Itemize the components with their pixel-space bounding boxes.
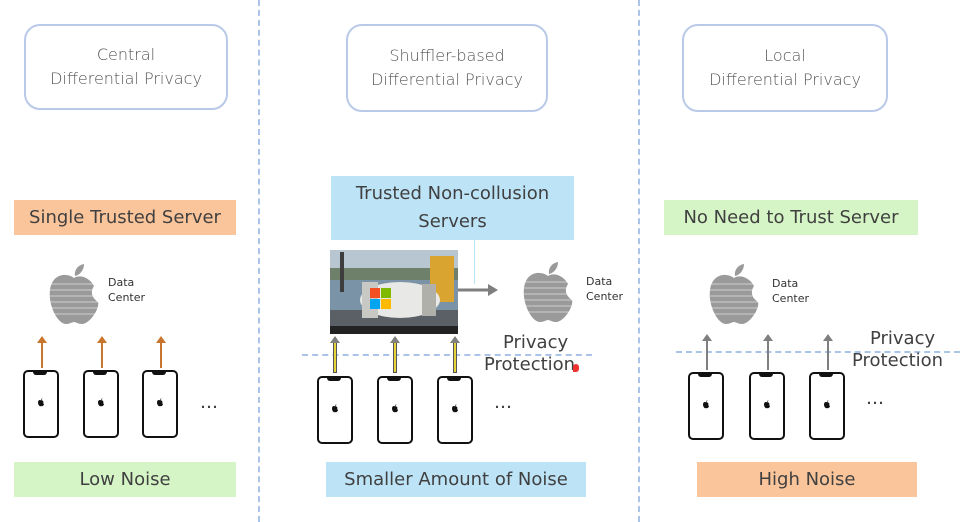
upload-arrow [37,336,47,368]
privacy-line2: Protection [484,354,576,375]
smartphone-icon [23,370,59,438]
smaller-noise-label: Smaller Amount of Noise [326,462,586,497]
trusted-servers-line1: Trusted Non-collusion [355,183,550,204]
smartphone-icon [688,372,724,440]
data-center-label: Data Center [772,276,809,306]
no-need-to-trust-text: No Need to Trust Server [683,206,899,228]
privacy-protection-label: Privacy Protection [484,332,575,376]
smartphone-icon [809,372,845,440]
trusted-non-collusion-servers-label: Trusted Non-collusion Servers [331,176,574,240]
upload-arrow [823,334,833,370]
local-dp-title: Local Differential Privacy [682,24,888,112]
single-trusted-server-text: Single Trusted Server [29,206,221,228]
local-dp-title-line2: Differential Privacy [709,70,861,89]
smartphone-icon [749,372,785,440]
more-devices-ellipsis: … [200,392,220,413]
privacy-line2: Protection [852,350,944,371]
panel-divider-right [638,0,640,522]
data-center-label: Data Center [586,274,623,304]
low-noise-text: Low Noise [79,468,171,490]
upload-arrow [763,334,773,370]
smartphone-icon [377,376,413,444]
privacy-boundary-line [302,354,592,356]
privacy-protection-label: Privacy Protection [852,328,943,372]
shuffler-dp-title-line1: Shuffler-based [389,46,505,65]
upload-arrow [390,336,400,372]
underwater-datacenter-photo [330,250,458,334]
shuffler-dp-title-line2: Differential Privacy [371,70,523,89]
data-center-line2: Center [108,291,146,304]
smartphone-icon [142,370,178,438]
apple-logo-icon [49,264,99,324]
upload-arrow [97,336,107,368]
smartphone-icon [83,370,119,438]
panel-divider-left [258,0,260,522]
cursor-pin-icon [573,364,579,372]
trusted-servers-line2: Servers [418,211,487,232]
single-trusted-server-label: Single Trusted Server [14,200,236,235]
upload-arrow [702,334,712,370]
more-devices-ellipsis: … [494,392,514,413]
upload-arrow [330,336,340,372]
central-dp-title: Central Differential Privacy [24,24,228,110]
apple-logo-icon [523,262,573,322]
central-dp-title-line2: Differential Privacy [50,69,202,88]
data-center-line1: Data [772,277,799,290]
low-noise-label: Low Noise [14,462,236,497]
smartphone-icon [437,376,473,444]
privacy-boundary-line [676,351,960,353]
connector-line [474,240,475,284]
central-dp-title-line1: Central [96,45,156,64]
high-noise-label: High Noise [697,462,917,497]
upload-arrow [450,336,460,372]
high-noise-text: High Noise [758,468,856,490]
local-dp-title-line1: Local [764,46,806,65]
privacy-line1: Privacy [502,332,569,353]
upload-arrow [156,336,166,368]
smartphone-icon [317,376,353,444]
no-need-to-trust-server-label: No Need to Trust Server [664,200,918,235]
data-center-line1: Data [108,276,135,289]
data-center-line2: Center [586,290,624,303]
data-center-line1: Data [586,275,613,288]
apple-logo-icon [709,264,759,324]
data-center-label: Data Center [108,275,145,305]
more-devices-ellipsis: … [866,388,886,409]
forward-arrow-icon [458,284,498,296]
privacy-line1: Privacy [869,328,936,349]
data-center-line2: Center [772,292,810,305]
smaller-noise-text: Smaller Amount of Noise [344,468,568,490]
shuffler-dp-title: Shuffler-based Differential Privacy [346,24,548,112]
